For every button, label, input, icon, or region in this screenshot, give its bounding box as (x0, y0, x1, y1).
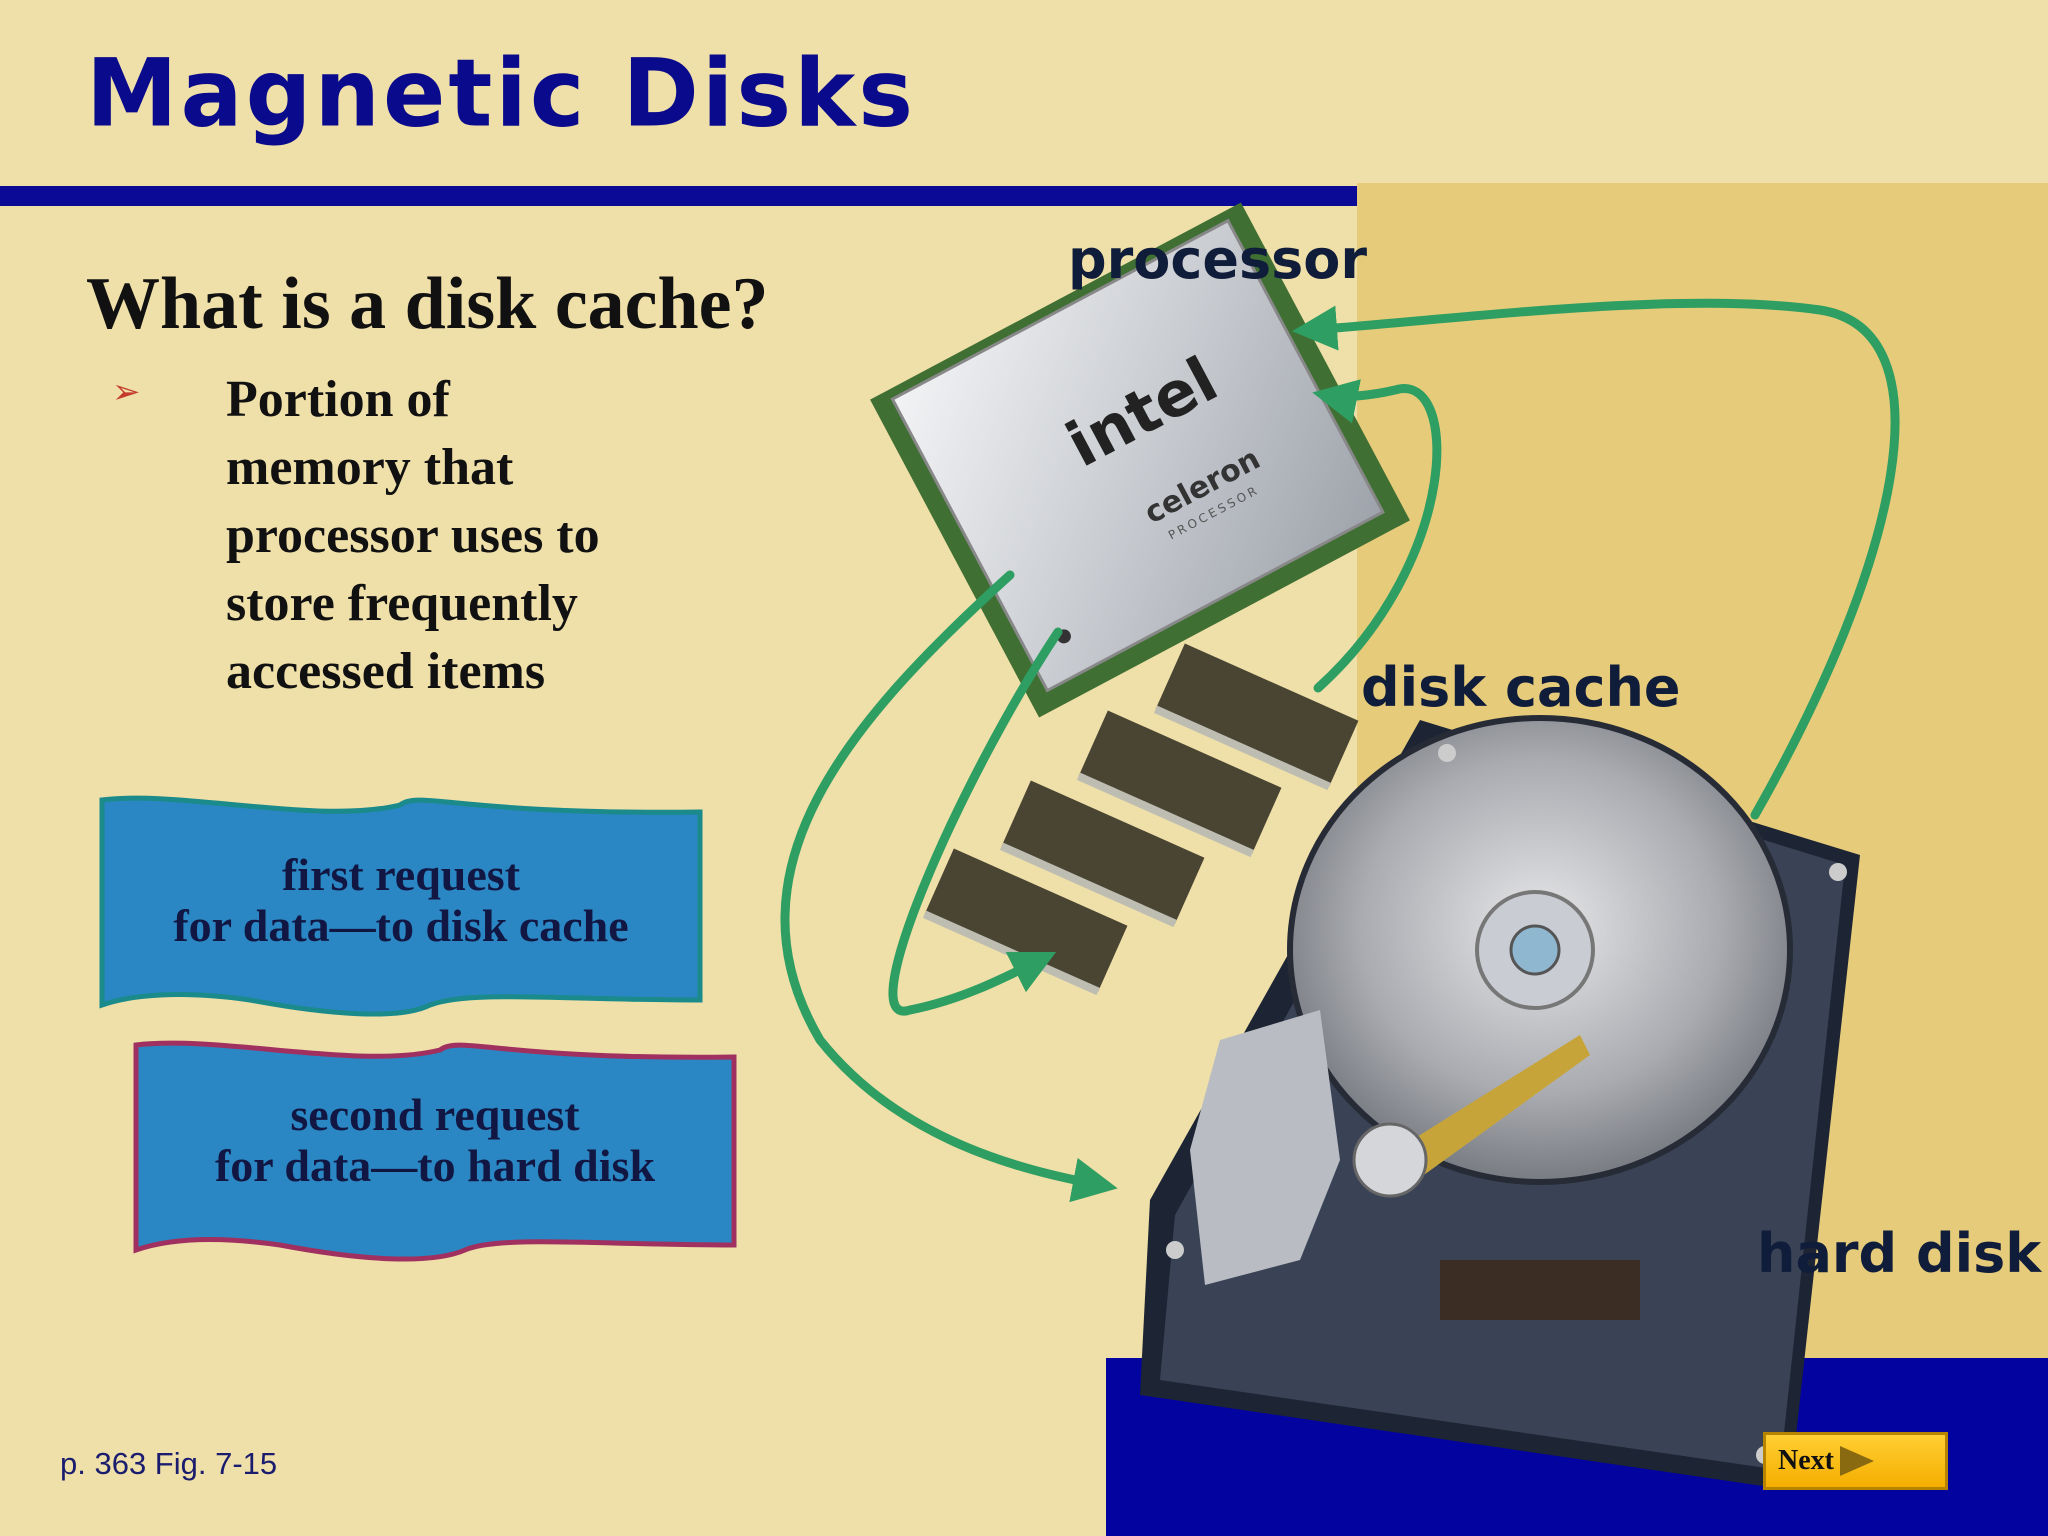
arrow-processor-to-disk (780, 570, 1118, 1203)
banner-2-line-2: for data—to hard disk (214, 1140, 656, 1191)
processor-chip-icon: intel celeron PROCESSOR (870, 202, 1410, 718)
banner-second-request-text: second request for data—to hard disk (136, 1045, 734, 1250)
banner-1-line-2: for data—to disk cache (173, 900, 629, 951)
banner-first-request (99, 795, 703, 1017)
bullet-arrow-icon: ➢ (112, 372, 141, 412)
figure-reference: p. 363 Fig. 7-15 (60, 1446, 278, 1481)
next-arrow-icon (1839, 1446, 1874, 1476)
arrow-disk-to-processor (1292, 298, 1900, 820)
title-rule (0, 186, 1357, 206)
banner-1-line-1: first request (281, 849, 521, 900)
banner-first-request-text: first request for data—to disk cache (102, 800, 700, 1005)
processor-label: processor (1068, 228, 1368, 291)
question-heading: What is a disk cache? (86, 263, 769, 345)
data-flow-arrows (780, 298, 1900, 1203)
banner-2-line-1: second request (290, 1089, 580, 1140)
next-button[interactable]: Next (1763, 1432, 1948, 1490)
next-button-label: Next (1778, 1445, 1834, 1476)
hard-disk-icon (1140, 715, 1860, 1490)
disk-cache-label: disk cache (1361, 656, 1681, 719)
bullet-text: Portion of memory that processor uses to… (226, 371, 600, 700)
banner-second-request (133, 1040, 737, 1262)
arrow-cache-to-processor (1312, 379, 1442, 693)
slide-title: Magnetic Disks (86, 38, 917, 149)
arrow-processor-to-cache (888, 627, 1063, 1016)
hard-disk-label: hard disk (1757, 1222, 2042, 1285)
